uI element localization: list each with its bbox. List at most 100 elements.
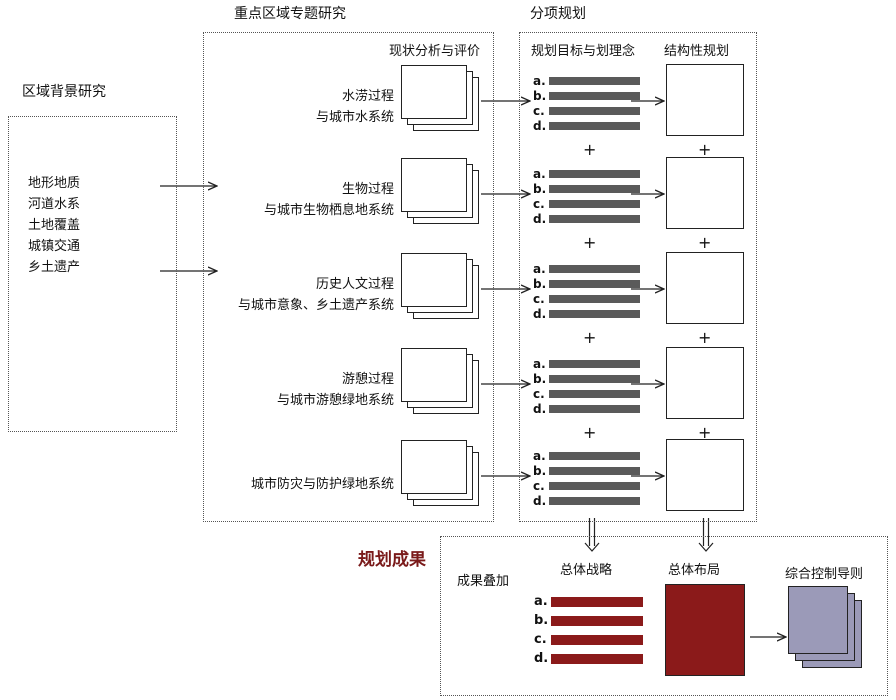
- structural-plan-box: [666, 64, 744, 136]
- goal-bar-row: c.: [533, 479, 640, 494]
- goal-bar-row: c.: [533, 104, 640, 119]
- bar-letter: a.: [533, 166, 546, 181]
- plus-sign: +: [583, 328, 597, 347]
- background-item: 河道水系: [28, 197, 81, 212]
- topic-page-stack: [401, 440, 481, 508]
- bar-letter: d.: [533, 212, 547, 227]
- topic-page: [401, 348, 467, 402]
- goal-bar-row: d.: [533, 494, 640, 509]
- bar-letter: a.: [533, 73, 546, 88]
- guidelines-stack: [788, 586, 864, 670]
- goal-bar: [549, 91, 640, 100]
- topic-page-stack: [401, 65, 481, 133]
- overall-layout-block: [665, 584, 745, 676]
- overall-layout-label: 总体布局: [668, 563, 721, 578]
- planning-goal-bars: a.b.c.d.: [533, 448, 643, 512]
- sub-planning-box: [519, 32, 757, 522]
- bar-letter: a.: [533, 261, 546, 276]
- goal-bar: [549, 466, 640, 475]
- goal-bar: [549, 215, 640, 224]
- goal-bar: [549, 184, 640, 193]
- goal-bar: [549, 405, 640, 414]
- goal-bar-row: d.: [533, 307, 640, 322]
- goal-bar: [549, 107, 640, 116]
- overall-strategy-bars: a. b. c. d.: [534, 594, 644, 670]
- structural-plan-box: [666, 347, 744, 419]
- background-item: 城镇交通: [28, 239, 81, 254]
- double-arrow-head: [584, 542, 600, 552]
- goal-bar: [549, 497, 640, 506]
- strategy-bar: [551, 596, 643, 607]
- sub-planning-title: 分项规划: [530, 6, 586, 22]
- background-item: 地形地质: [28, 176, 81, 191]
- topic-label-line2: 与城市意象、乡土遗产系统: [237, 298, 394, 313]
- goal-bar: [549, 359, 640, 368]
- planning-results-title: 规划成果: [358, 550, 426, 570]
- topic-page-stack: [401, 158, 481, 226]
- status-analysis-title: 现状分析与评价: [389, 44, 481, 59]
- bar-letter: a.: [533, 448, 546, 463]
- bar-letter: a.: [534, 593, 548, 609]
- goal-bar-row: a.: [533, 261, 640, 276]
- bar-letter: b.: [533, 88, 547, 103]
- goal-bar-row: c.: [533, 387, 640, 402]
- strategy-bar: [551, 653, 643, 664]
- background-item: 乡土遗产: [28, 260, 81, 275]
- structural-plan-box: [666, 252, 744, 324]
- goal-bar-row: d.: [533, 402, 640, 417]
- bar-letter: d.: [533, 119, 547, 134]
- topic-page: [401, 65, 467, 119]
- topic-label-line2: 城市防灾与防护绿地系统: [250, 477, 394, 492]
- goal-bar: [549, 264, 640, 273]
- planning-results-box: [440, 536, 888, 696]
- goal-bar-row: a.: [533, 166, 640, 181]
- results-overlay-label: 成果叠加: [457, 574, 510, 589]
- goal-bar-row: a.: [533, 73, 640, 88]
- topic-page: [401, 253, 467, 307]
- plus-sign: +: [583, 140, 597, 159]
- plus-sign: +: [698, 328, 712, 347]
- bar-letter: b.: [533, 371, 547, 386]
- goal-bar: [549, 76, 640, 85]
- goal-bar: [549, 482, 640, 491]
- comprehensive-guidelines-label: 综合控制导则: [785, 567, 864, 582]
- bar-letter: c.: [533, 479, 545, 494]
- goal-bar: [549, 122, 640, 131]
- bar-letter: b.: [533, 181, 547, 196]
- goal-bar: [549, 295, 640, 304]
- bar-letter: c.: [534, 631, 547, 647]
- plus-sign: +: [583, 423, 597, 442]
- bar-letter: c.: [533, 104, 545, 119]
- bar-letter: d.: [533, 307, 547, 322]
- double-arrow-head: [698, 542, 714, 552]
- planning-goal-bars: a.b.c.d.: [533, 261, 643, 325]
- goal-bar: [549, 310, 640, 319]
- goal-bar: [549, 169, 640, 178]
- structural-plan-box: [666, 157, 744, 229]
- topic-page-stack: [401, 253, 481, 321]
- structural-plan-box: [666, 439, 744, 511]
- bar-letter: b.: [533, 276, 547, 291]
- planning-goal-bars: a.b.c.d.: [533, 356, 643, 420]
- bar-letter: d.: [533, 494, 547, 509]
- key-area-study-title: 重点区域专题研究: [234, 6, 346, 22]
- topic-page: [401, 158, 467, 212]
- bar-letter: c.: [533, 292, 545, 307]
- strategy-bar: [551, 615, 643, 626]
- goal-bar-row: b.: [533, 371, 640, 386]
- planning-goal-bars: a.b.c.d.: [533, 166, 643, 230]
- structural-planning-title: 结构性规划: [664, 44, 730, 59]
- key-area-study-box: [203, 32, 494, 522]
- goal-bar-row: d.: [533, 212, 640, 227]
- bar-letter: a.: [533, 356, 546, 371]
- goal-bar: [549, 200, 640, 209]
- topic-label-line1: 水涝过程: [341, 89, 394, 104]
- goal-bar-row: c.: [533, 292, 640, 307]
- goal-bar-row: b.: [533, 276, 640, 291]
- topic-label-line2: 与城市游憩绿地系统: [276, 393, 394, 408]
- topic-label-line1: 游憩过程: [341, 372, 394, 387]
- regional-background-box: [8, 116, 177, 432]
- bar-letter: c.: [533, 197, 545, 212]
- topic-page: [401, 440, 467, 494]
